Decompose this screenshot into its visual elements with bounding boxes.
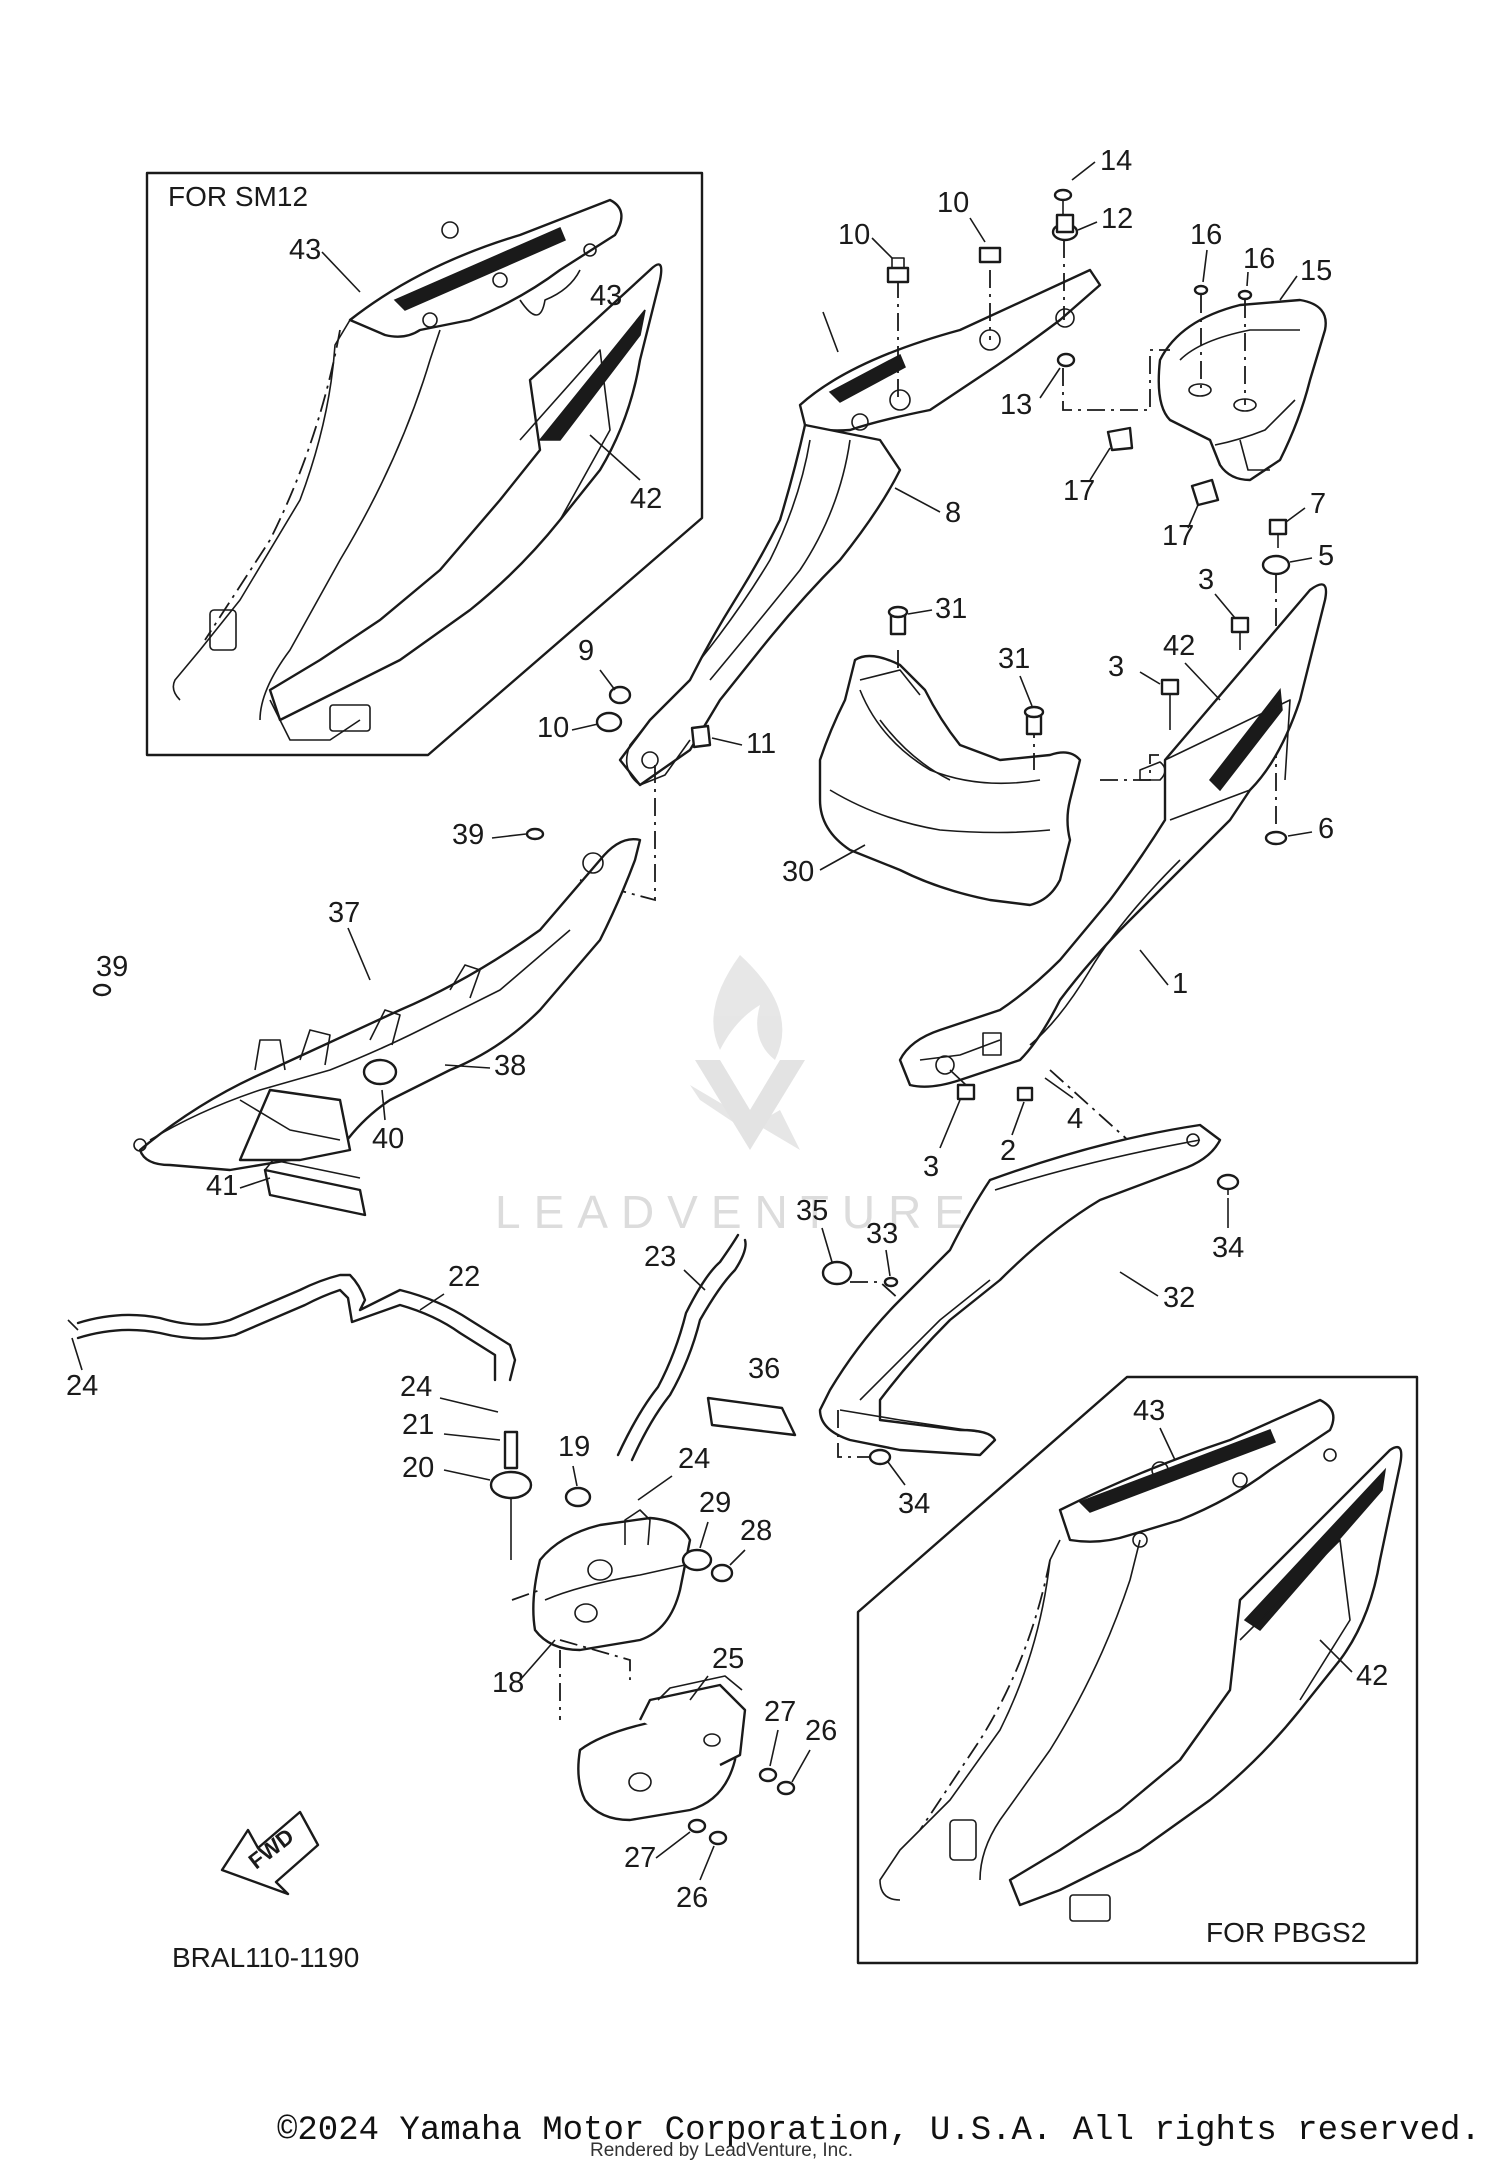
callout-13: 13	[1000, 389, 1032, 421]
callout-29: 29	[699, 1487, 731, 1519]
callout-36: 36	[748, 1353, 780, 1385]
callout-32: 32	[1163, 1282, 1195, 1314]
callout-6: 6	[1318, 813, 1334, 845]
callout-10-left: 10	[537, 712, 569, 744]
diagram-code: BRAL110-1190	[172, 1942, 359, 1973]
part-22-hose	[76, 1273, 517, 1382]
callout-42-inset-b: 42	[1356, 1660, 1388, 1692]
callout-16-a: 16	[1190, 219, 1222, 251]
part-25-bracket	[577, 1675, 747, 1822]
fwd-arrow-icon: FWD	[220, 1810, 320, 1896]
callout-23: 23	[644, 1241, 676, 1273]
callout-37: 37	[328, 897, 360, 929]
callout-24-a: 24	[66, 1370, 98, 1402]
callout-42-inset-a: 42	[630, 483, 662, 515]
callout-11: 11	[746, 728, 776, 760]
callout-2: 2	[1000, 1135, 1016, 1167]
callout-8: 8	[945, 497, 961, 529]
callout-28: 28	[740, 1515, 772, 1547]
callout-41: 41	[206, 1170, 238, 1202]
callout-43-inset-b: 43	[1133, 1395, 1165, 1427]
callout-3-upper-b: 3	[1108, 651, 1124, 683]
callout-16-b: 16	[1243, 243, 1275, 275]
callout-26-a: 26	[805, 1715, 837, 1747]
inset-pbgs2-label: FOR PBGS2	[1206, 1917, 1366, 1948]
callout-19: 19	[558, 1431, 590, 1463]
callout-40: 40	[372, 1123, 404, 1155]
callout-27-b: 27	[624, 1842, 656, 1874]
callout-42-main: 42	[1163, 630, 1195, 662]
callout-3-upper-a: 3	[1198, 564, 1214, 596]
watermark-logo	[690, 955, 805, 1150]
callout-38: 38	[494, 1050, 526, 1082]
part-32-lower-cover	[818, 1123, 1222, 1457]
callout-14: 14	[1100, 145, 1132, 177]
callout-20: 20	[402, 1452, 434, 1484]
copyright-notice: ©2024 Yamaha Motor Corporation, U.S.A. A…	[277, 2112, 1481, 2150]
callout-27-a: 27	[764, 1696, 796, 1728]
callout-25: 25	[712, 1643, 744, 1675]
part-18-canister	[532, 1509, 692, 1652]
callout-1: 1	[1172, 968, 1188, 1000]
callout-10-top-b: 10	[937, 187, 969, 219]
callout-21: 21	[402, 1409, 434, 1441]
callout-34-b: 34	[898, 1488, 930, 1520]
callout-35: 35	[796, 1195, 828, 1227]
callout-15: 15	[1300, 255, 1332, 287]
callout-31-b: 31	[998, 643, 1030, 675]
callout-43-inset-a: 43	[289, 234, 321, 266]
part-8-rail-cover	[618, 268, 1102, 787]
part-30-panel	[818, 654, 1082, 907]
part-1-side-cover	[898, 583, 1328, 1088]
inset-sm12-label: FOR SM12	[168, 181, 308, 212]
callout-39-b: 39	[96, 951, 128, 983]
callout-10-top-a: 10	[838, 219, 870, 251]
part-15-tail-piece	[1157, 298, 1327, 482]
callout-3-lower: 3	[923, 1151, 939, 1183]
callout-12: 12	[1101, 203, 1133, 235]
callout-22: 22	[448, 1261, 480, 1293]
callout-43-main: 43	[590, 280, 622, 312]
callout-24-c: 24	[678, 1443, 710, 1475]
callout-39-a: 39	[452, 819, 484, 851]
callout-17-a: 17	[1063, 475, 1095, 507]
callout-4: 4	[1067, 1103, 1083, 1135]
inset-pbgs2: FOR PBGS2	[856, 1375, 1419, 1965]
callout-24-b: 24	[400, 1371, 432, 1403]
callout-5: 5	[1318, 540, 1334, 572]
callout-7: 7	[1310, 488, 1326, 520]
callout-34-a: 34	[1212, 1232, 1244, 1264]
callout-9: 9	[578, 635, 594, 667]
callout-33: 33	[866, 1218, 898, 1250]
inset-sm12: FOR SM12	[145, 171, 704, 757]
callout-26-b: 26	[676, 1882, 708, 1914]
rendered-by-notice: Rendered by LeadVenture, Inc.	[590, 2140, 854, 2161]
callout-30: 30	[782, 856, 814, 888]
part-23-hose	[616, 1233, 747, 1462]
callout-31-a: 31	[935, 593, 967, 625]
watermark-text: LEADVENTURE	[495, 1186, 978, 1238]
callout-18: 18	[492, 1667, 524, 1699]
part-37-side-panel	[133, 838, 642, 1172]
